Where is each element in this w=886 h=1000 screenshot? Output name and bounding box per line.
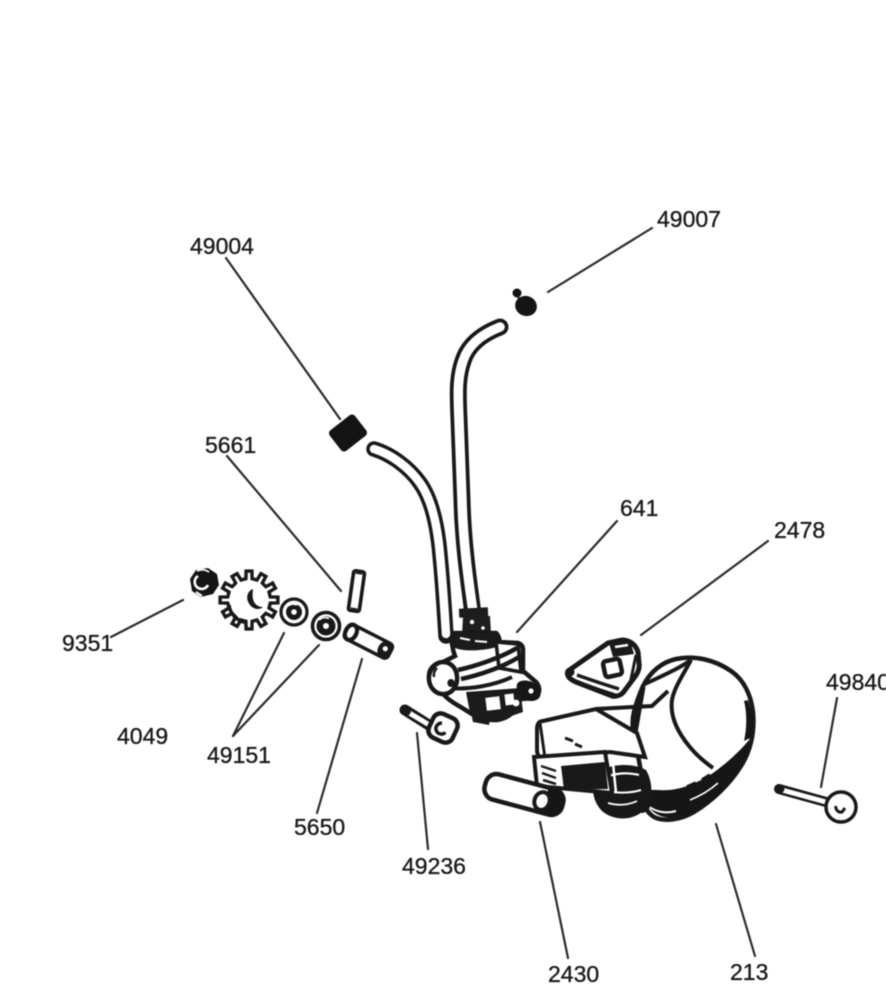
svg-text:49151: 49151	[207, 742, 271, 768]
svg-text:5650: 5650	[294, 814, 345, 840]
svg-text:5661: 5661	[205, 432, 256, 458]
svg-text:2478: 2478	[774, 517, 825, 543]
svg-text:213: 213	[730, 959, 768, 985]
svg-text:49007: 49007	[657, 206, 721, 232]
svg-text:4049: 4049	[117, 723, 168, 749]
svg-text:49004: 49004	[190, 233, 254, 259]
svg-text:49236: 49236	[402, 853, 466, 879]
svg-text:9351: 9351	[62, 630, 113, 656]
svg-text:2430: 2430	[548, 961, 599, 987]
svg-text:641: 641	[620, 495, 658, 521]
svg-text:49840: 49840	[826, 669, 886, 695]
